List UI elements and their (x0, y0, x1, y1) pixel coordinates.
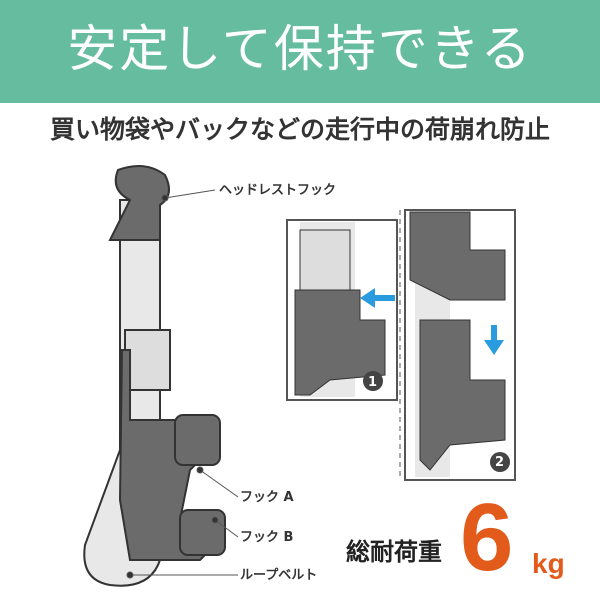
label-hook-b: フック B (240, 530, 294, 545)
load-capacity-label: 総耐荷重 (346, 538, 442, 566)
step-2-panel (404, 209, 516, 481)
step-number-2: 2 (495, 455, 505, 470)
step-1-panel (286, 219, 398, 401)
arrow-left-icon (360, 288, 395, 308)
arrow-down-icon (484, 325, 504, 355)
label-loop-belt: ループベルト (240, 568, 318, 583)
title-banner (0, 0, 600, 103)
load-capacity-unit: kg (532, 548, 565, 579)
label-hook-a: フック A (240, 490, 294, 505)
hook-product-main (83, 165, 226, 587)
label-headrest-hook: ヘッドレストフック (219, 183, 337, 198)
step-number-1: 1 (368, 375, 378, 390)
page-subtitle: 買い物袋やバックなどの走行中の荷崩れ防止 (49, 115, 550, 144)
page-title: 安定して保持できる (67, 20, 533, 78)
load-capacity-value: 6 (460, 484, 514, 591)
